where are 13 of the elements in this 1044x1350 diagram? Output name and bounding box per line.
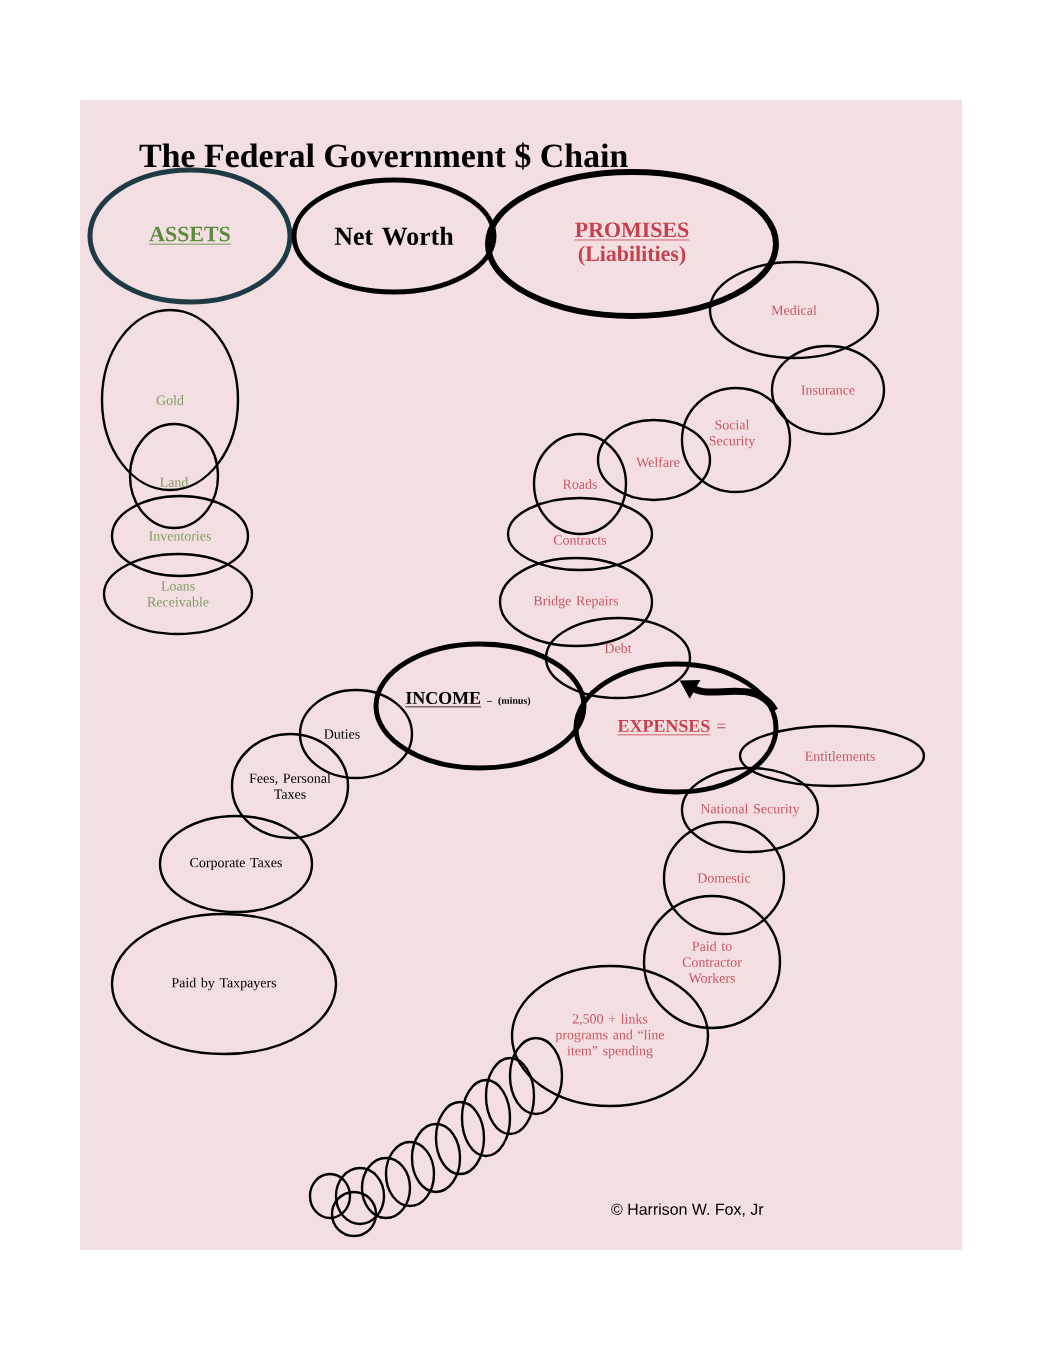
chain-link (334, 1166, 386, 1226)
ellipse-node: Net Worth (291, 177, 497, 295)
title: The Federal Government $ Chain (139, 142, 628, 170)
ellipse-node: ASSETS (87, 167, 293, 305)
chain-link (484, 1056, 536, 1136)
chain-link (410, 1122, 462, 1194)
chain-link (360, 1156, 412, 1220)
chain-link (434, 1100, 486, 1176)
chain-link (460, 1078, 512, 1158)
chain-link (384, 1140, 436, 1208)
chain-link (308, 1172, 352, 1220)
ellipse-node: EXPENSES = (573, 661, 779, 795)
chain-link (330, 1190, 378, 1238)
